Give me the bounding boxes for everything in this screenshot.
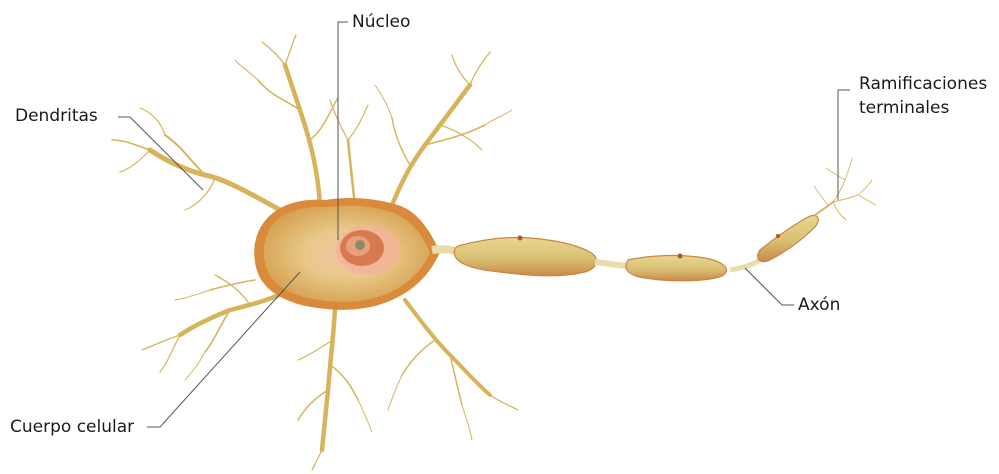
label-terminal-branches-line1: Ramificaciones: [859, 72, 987, 96]
leader-line-dendrites: [118, 117, 203, 190]
nucleus: [340, 230, 384, 266]
label-terminal-branches: Ramificaciones terminales: [859, 72, 987, 120]
leader-line-axon: [745, 268, 794, 305]
label-nucleus: Núcleo: [352, 12, 410, 32]
dendrites-upper: [112, 35, 512, 215]
label-axon: Axón: [798, 295, 840, 315]
label-terminal-branches-line2: terminales: [859, 96, 987, 120]
leader-lines: [118, 22, 850, 427]
label-cell-body: Cuerpo celular: [10, 417, 134, 437]
label-dendrites: Dendritas: [15, 106, 98, 126]
axon-terminals: [814, 158, 876, 220]
axon: [432, 215, 818, 280]
